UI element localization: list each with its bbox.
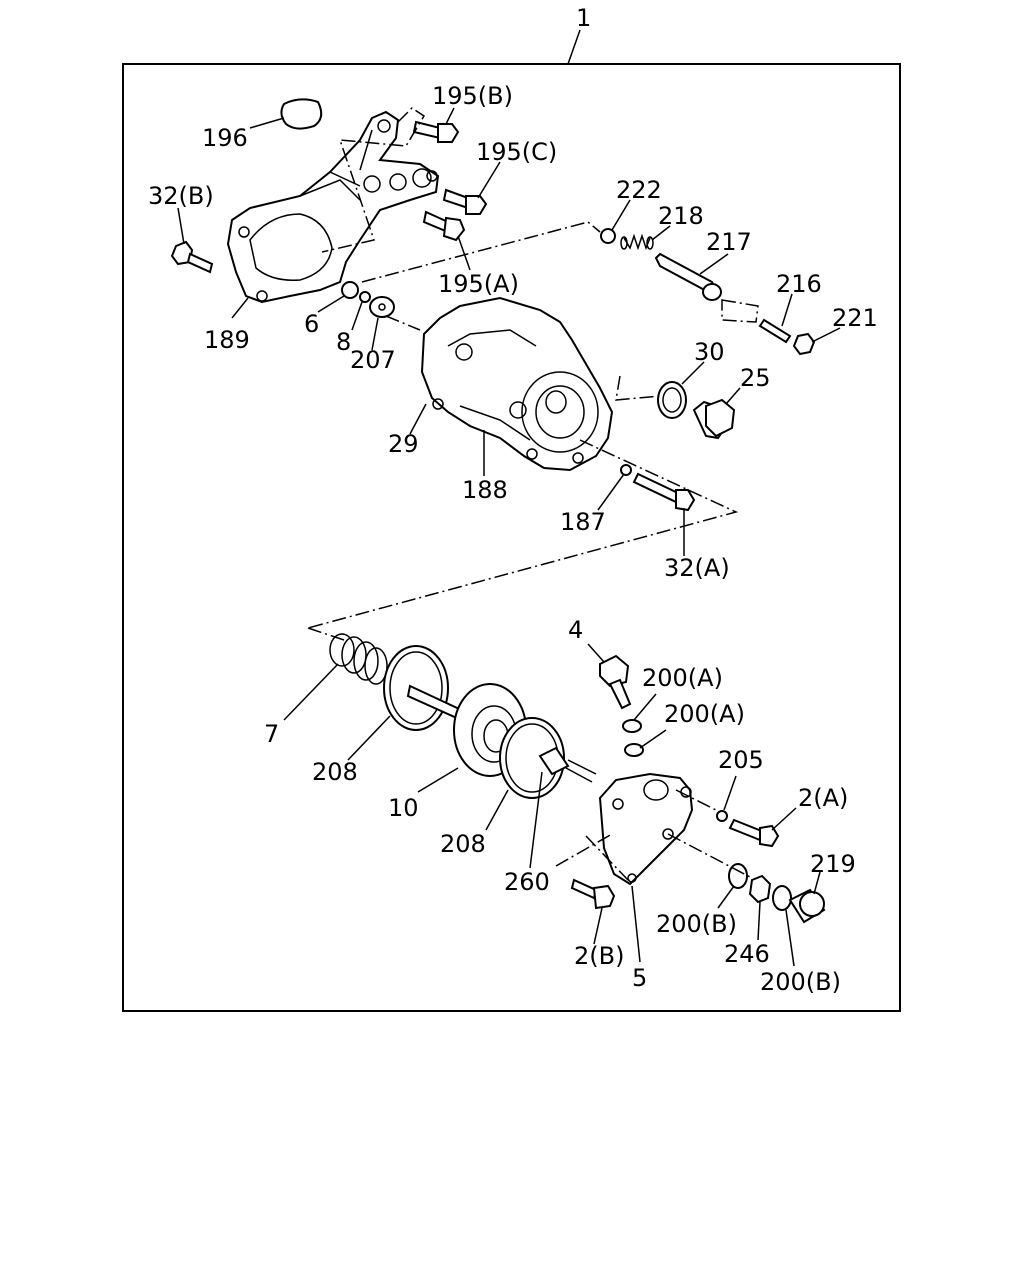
part-25-plug [692,398,736,440]
part-189-bracket [226,110,440,304]
label-207: 207 [350,346,396,374]
part-2a-bolt [728,818,780,848]
label-189: 189 [204,326,250,354]
part-8-washer [359,291,371,303]
label-4: 4 [568,616,583,644]
label-1: 1 [576,4,591,32]
label-218: 218 [658,202,704,230]
leader-1 [567,29,581,65]
part-196-cap [280,98,323,130]
label-6: 6 [304,310,319,338]
part-5-valve-body [598,772,694,886]
label-246: 246 [724,940,770,968]
label-2b: 2(B) [574,942,624,970]
label-200a-1: 200(A) [642,664,723,692]
part-195c-bolt [442,188,488,215]
assembly-frame [122,63,901,1012]
label-200b-2: 200(B) [760,968,841,996]
part-246-nut [748,874,772,904]
part-260-rod [538,746,597,783]
part-200a-washer-1 [622,719,642,733]
part-6-nut [341,281,359,299]
part-7-spring [329,633,388,685]
label-200a-2: 200(A) [664,700,745,728]
part-200b-washer-1 [728,863,748,889]
part-32b-bolt [170,240,214,274]
part-30-o-ring [657,381,687,419]
label-2a: 2(A) [798,784,848,812]
part-216-screw [758,318,792,344]
part-2b-bolt [570,878,616,910]
label-195c: 195(C) [476,138,557,166]
label-208-a: 208 [312,758,358,786]
leader-lines [177,107,841,967]
part-195b-bolt [412,120,460,143]
part-217-pin [654,252,722,301]
part-218-spring [620,233,654,251]
label-200b-1: 200(B) [656,910,737,938]
label-205: 205 [718,746,764,774]
label-10: 10 [388,794,419,822]
label-216: 216 [776,270,822,298]
part-187-washer [620,464,632,476]
label-32a: 32(A) [664,554,730,582]
part-200a-washer-2 [624,743,644,757]
label-188: 188 [462,476,508,504]
part-208-ring-b [499,717,565,799]
label-195b: 195(B) [432,82,513,110]
part-4-screw [599,654,632,710]
label-222: 222 [616,176,662,204]
part-207-washer [369,296,395,318]
label-30: 30 [694,338,725,366]
label-219: 219 [810,850,856,878]
guide-line-lower [307,627,753,881]
label-7: 7 [264,720,279,748]
label-196: 196 [202,124,248,152]
guide-line-housing [307,315,739,629]
part-200b-washer-2 [772,885,792,911]
part-188-housing [420,296,614,472]
part-205-clip [716,810,728,822]
label-195a: 195(A) [438,270,519,298]
label-208-b: 208 [440,830,486,858]
label-8: 8 [336,328,351,356]
part-222-washer [600,228,616,244]
part-195a-bolt [422,210,466,242]
label-221: 221 [832,304,878,332]
guide-line-upper [321,107,601,283]
part-221-nut [792,332,816,356]
label-187: 187 [560,508,606,536]
part-219-cap [788,888,826,924]
label-32b: 32(B) [148,182,214,210]
part-32a-bolt [632,472,696,512]
label-29: 29 [388,430,419,458]
label-5: 5 [632,964,647,992]
label-25: 25 [740,364,771,392]
label-260: 260 [504,868,550,896]
label-217: 217 [706,228,752,256]
